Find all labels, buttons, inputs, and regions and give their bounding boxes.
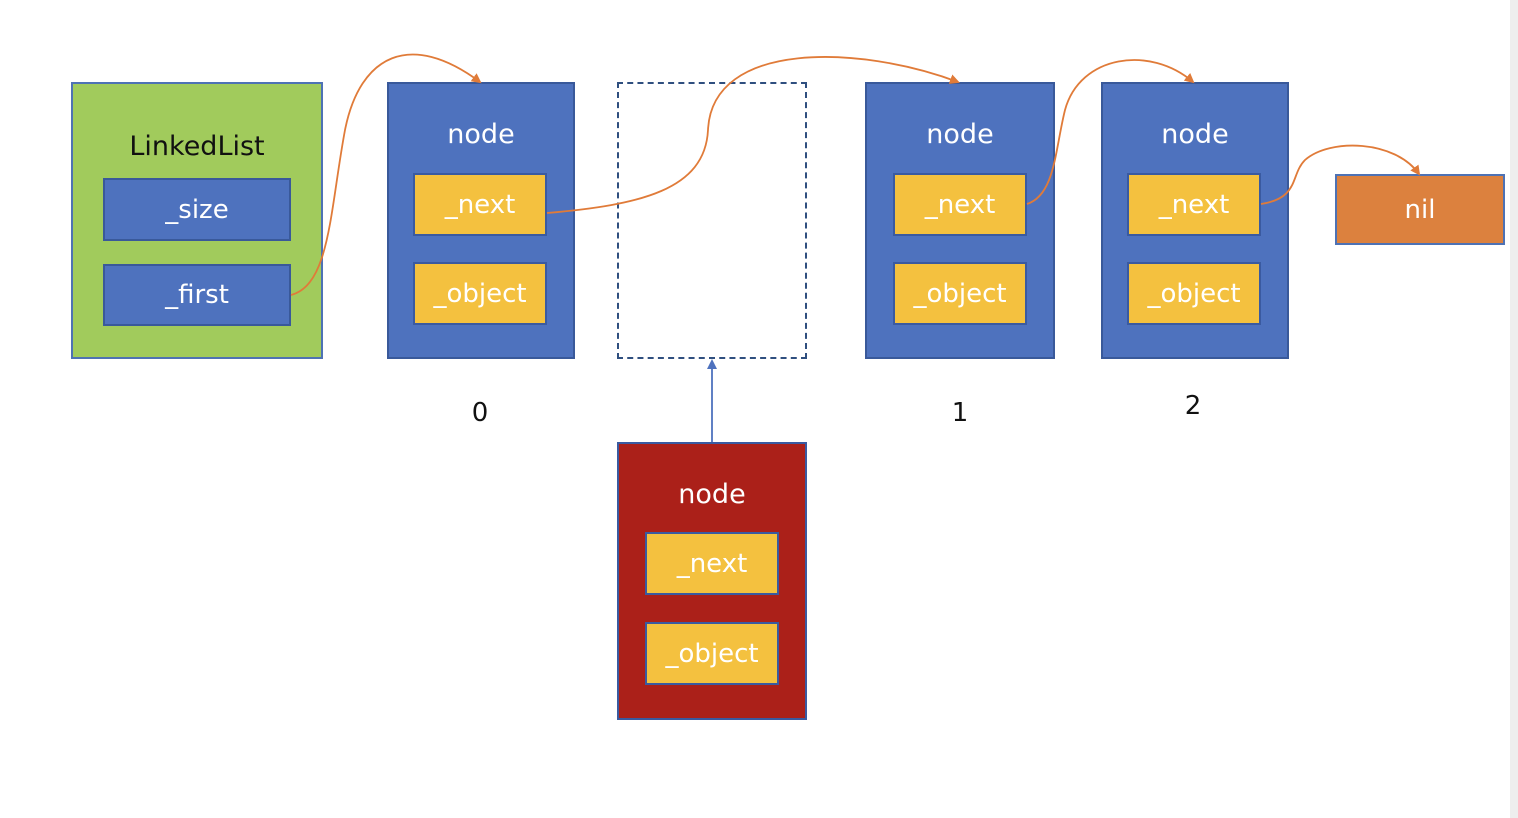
nil-box: nil	[1335, 174, 1505, 245]
node-2-title: node	[1161, 119, 1229, 150]
linked-list-title: LinkedList	[129, 131, 265, 162]
new-node-object-field: _object	[645, 622, 779, 685]
node-0-next-field: _next	[413, 173, 547, 236]
node-0-index: 0	[471, 398, 489, 428]
size-field: _size	[103, 178, 291, 241]
node-2-index: 2	[1184, 391, 1202, 421]
new-node-title: node	[678, 479, 746, 510]
node-1-next-field: _next	[893, 173, 1027, 236]
node-1-title: node	[926, 119, 994, 150]
new-node-next-field: _next	[645, 532, 779, 595]
node-2-object-field: _object	[1127, 262, 1261, 325]
first-field: _first	[103, 264, 291, 326]
scrollbar-track[interactable]	[1510, 0, 1518, 818]
insert-slot-placeholder	[617, 82, 807, 359]
node-1-object-field: _object	[893, 262, 1027, 325]
node-2-next-field: _next	[1127, 173, 1261, 236]
node-1-index: 1	[951, 398, 969, 428]
node-0-title: node	[447, 119, 515, 150]
node-0-object-field: _object	[413, 262, 547, 325]
